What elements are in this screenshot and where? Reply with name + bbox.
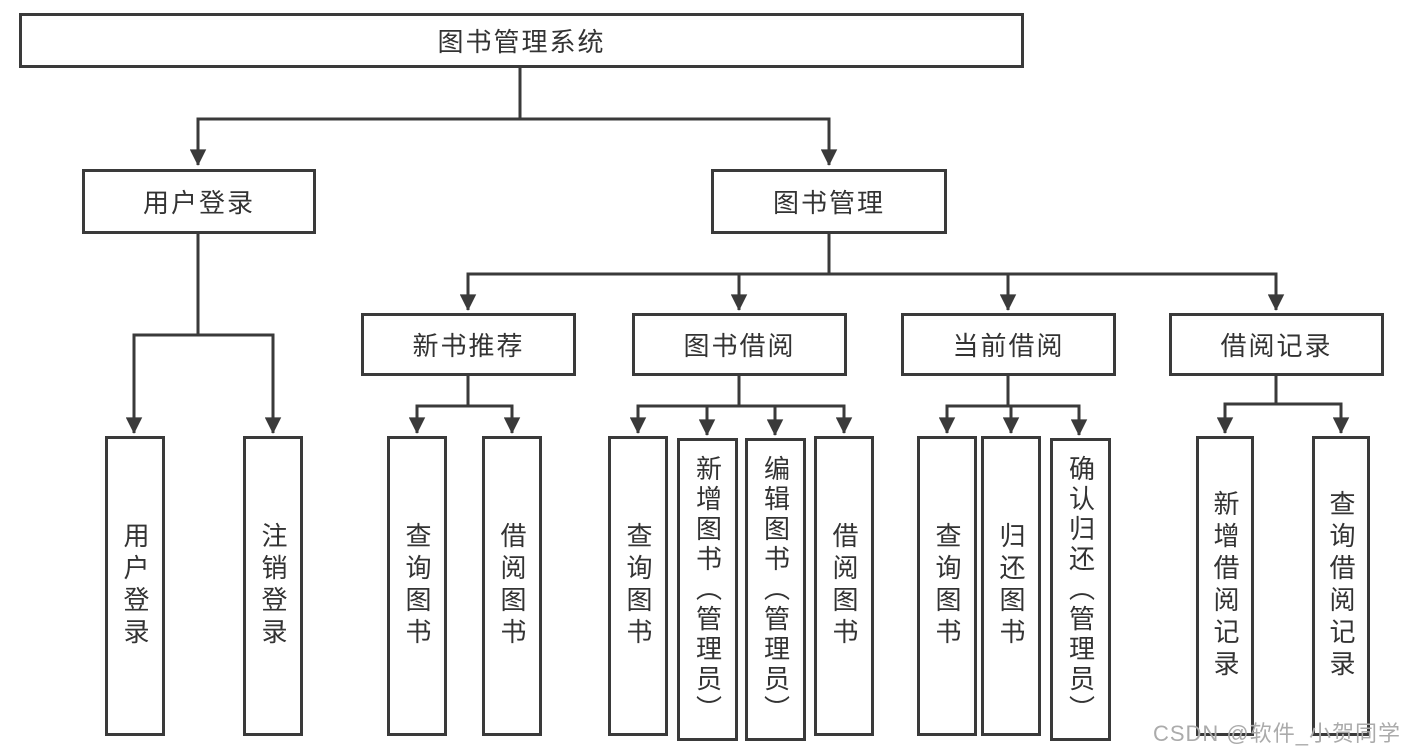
leaf-bb-borrow-books: 借阅图书 bbox=[814, 436, 874, 736]
connector-current-borrow-trunk bbox=[945, 375, 1081, 408]
leaf-cb-query-books-label: 查询图书 bbox=[932, 522, 962, 650]
leaf-nb-query-books: 查询图书 bbox=[387, 436, 447, 736]
csdn-watermark: CSDN @软件_小贺同学 bbox=[1152, 721, 1401, 746]
connector-book-borrow-trunk bbox=[636, 375, 846, 408]
node-root-system: 图书管理系统 bbox=[19, 13, 1024, 68]
node-book-borrowing: 图书借阅 bbox=[632, 313, 847, 376]
leaf-br-query-record: 查询借阅记录 bbox=[1312, 436, 1370, 736]
connector-borrow-records-trunk bbox=[1223, 375, 1343, 406]
node-user-login: 用户登录 bbox=[82, 169, 316, 234]
leaf-cb-return-books-label: 归还图书 bbox=[996, 522, 1026, 650]
leaf-logout-label: 注销登录 bbox=[258, 522, 288, 650]
leaf-user-login-label: 用户登录 bbox=[120, 522, 150, 650]
leaf-logout: 注销登录 bbox=[243, 436, 303, 736]
leaf-cb-return-books: 归还图书 bbox=[981, 436, 1041, 736]
leaf-cb-confirm-return-admin: 确认归还（管理员） bbox=[1050, 438, 1111, 741]
leaf-bb-query-books: 查询图书 bbox=[608, 436, 668, 736]
node-book-management: 图书管理 bbox=[711, 169, 947, 234]
leaf-bb-add-books-admin: 新增图书（管理员） bbox=[677, 438, 738, 741]
leaf-br-add-record: 新增借阅记录 bbox=[1196, 436, 1254, 736]
connector-user-login-trunk bbox=[132, 233, 275, 337]
leaf-bb-add-books-admin-label: 新增图书（管理员） bbox=[692, 454, 723, 725]
node-new-book-recommend: 新书推荐 bbox=[361, 313, 576, 376]
leaf-bb-borrow-books-label: 借阅图书 bbox=[829, 522, 859, 650]
leaf-cb-query-books: 查询图书 bbox=[917, 436, 977, 736]
leaf-nb-borrow-books: 借阅图书 bbox=[482, 436, 542, 736]
leaf-br-query-record-label: 查询借阅记录 bbox=[1326, 490, 1356, 682]
connector-root-trunk bbox=[196, 68, 831, 121]
leaf-user-login: 用户登录 bbox=[105, 436, 165, 736]
leaf-cb-confirm-return-admin-label: 确认归还（管理员） bbox=[1065, 454, 1096, 725]
node-current-borrowing: 当前借阅 bbox=[901, 313, 1116, 376]
leaf-nb-borrow-books-label: 借阅图书 bbox=[497, 522, 527, 650]
leaf-nb-query-books-label: 查询图书 bbox=[402, 522, 432, 650]
leaf-br-add-record-label: 新增借阅记录 bbox=[1210, 490, 1240, 682]
leaf-bb-edit-books-admin-label: 编辑图书（管理员） bbox=[760, 454, 791, 725]
node-borrowing-records: 借阅记录 bbox=[1169, 313, 1384, 376]
connector-new-book-trunk bbox=[415, 375, 514, 408]
connector-book-mgmt-trunk bbox=[466, 233, 1278, 276]
leaf-bb-edit-books-admin: 编辑图书（管理员） bbox=[745, 438, 806, 741]
leaf-bb-query-books-label: 查询图书 bbox=[623, 522, 653, 650]
